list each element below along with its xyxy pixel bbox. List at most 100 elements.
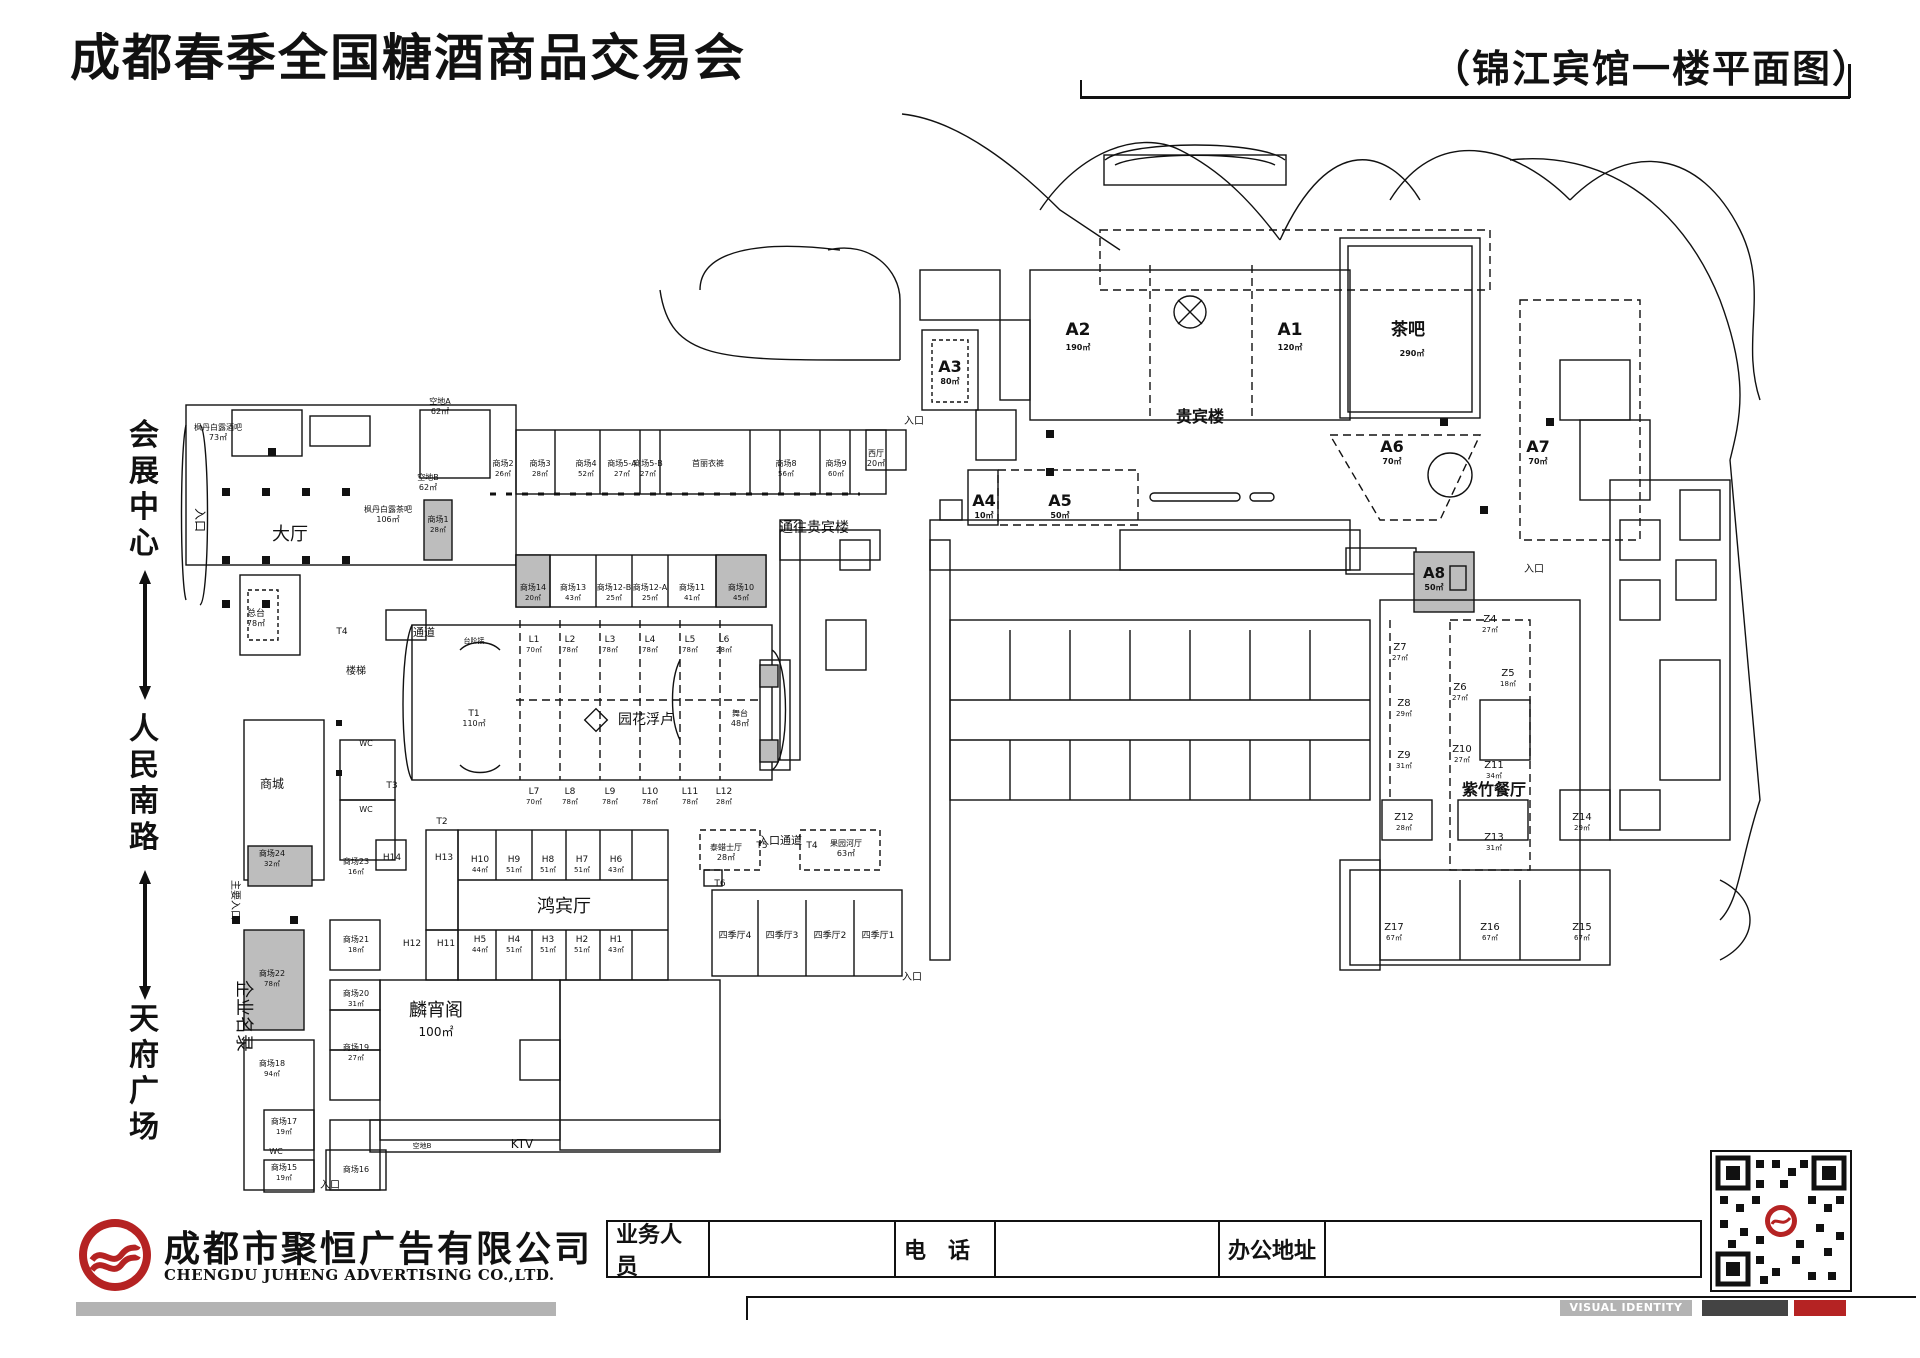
booth-left-label: 商场19 [343, 1042, 369, 1052]
arrow-updown-icon [139, 870, 151, 1004]
booth-H-top-area: 51㎡ [506, 866, 522, 874]
room-Z-label: Z12 [1394, 812, 1414, 823]
phone-field[interactable] [996, 1222, 1220, 1276]
booth-left-area: 31㎡ [348, 1000, 364, 1008]
booth-L-bottom-area: 70㎡ [526, 798, 542, 806]
zone-tongwang-label: 通往贵宾楼 [779, 520, 849, 536]
booth-mid-area: 41㎡ [684, 594, 700, 602]
zone-A7-label: A7 [1526, 437, 1550, 456]
booth-H-top-area: 51㎡ [540, 866, 556, 874]
booth-left-area: 78㎡ [264, 980, 280, 988]
booth-left-label: 商场18 [259, 1058, 285, 1068]
entrance-top-label: 入口 [904, 416, 924, 427]
booth-mid-label: 商场14 [520, 582, 546, 592]
booth-mid-area: 25㎡ [606, 594, 622, 602]
road-curve [1389, 149, 1571, 201]
address-label: 办公地址 [1220, 1222, 1326, 1276]
taijie-label: 台阶接 [464, 636, 485, 645]
entrance-arc [1104, 144, 1286, 161]
booth-left-area: 27㎡ [348, 1054, 364, 1062]
booth-left-area: 16㎡ [348, 868, 364, 876]
phone-label: 电 话 [896, 1222, 996, 1276]
wc-label: WC [359, 805, 373, 814]
footer-red-bar [1794, 1300, 1846, 1316]
booth-top-label: 商场9 [825, 458, 846, 468]
booth-L-bottom-area: 78㎡ [642, 798, 658, 806]
booth-H-top-label: H7 [576, 855, 589, 865]
tag-T-label: T2 [435, 817, 447, 827]
road-curve [1279, 159, 1421, 241]
room-Z-area: 29㎡ [1574, 824, 1590, 832]
zone-A3-label: A3 [938, 357, 962, 376]
booth-1-area: 28㎡ [430, 526, 446, 534]
room-Z-label: Z10 [1452, 744, 1472, 755]
room-Z-area: 67㎡ [1574, 934, 1590, 942]
booth-H-top-area: 43㎡ [608, 866, 624, 874]
footer-divider [746, 1296, 1916, 1298]
zone-chaba-label: 茶吧 [1391, 319, 1425, 340]
zone-chaba-area: 290㎡ [1400, 348, 1425, 358]
booth-1-label: 商场1 [427, 514, 448, 524]
side-label-tianfu-square: 天府广场 [129, 1002, 159, 1145]
booth-left-area: 18㎡ [348, 946, 364, 954]
zone-zizhu-label: 紫竹餐厅 [1462, 780, 1526, 799]
booth-L-bottom-label: L11 [682, 787, 698, 797]
booth-mid-area: 43㎡ [565, 594, 581, 602]
booth-H-top-area: 44㎡ [472, 866, 488, 874]
entrance-left-label: 入口 [193, 508, 207, 532]
booth-left-area: 19㎡ [276, 1128, 292, 1136]
zone-A7-area: 70㎡ [1528, 456, 1547, 466]
booth-H-bottom-label: H2 [576, 935, 589, 945]
booth-L-bottom-label: L9 [605, 787, 616, 797]
zone-A5-area: 50㎡ [1050, 510, 1069, 520]
room-Z-area: 28㎡ [1396, 824, 1412, 832]
entrance-bottom-label: 入口 [320, 1180, 340, 1191]
booth-top-label: 商场2 [492, 458, 513, 468]
zone-A6-label: A6 [1380, 437, 1404, 456]
booth-L-top-label: L2 [565, 635, 576, 645]
road-curve [901, 113, 1121, 251]
zone-linxiao-label: 麟宵阁 [409, 1000, 463, 1021]
booth-H-side-label: H14 [383, 853, 401, 863]
booth-L-top-label: L4 [645, 635, 656, 645]
booth-mid-label: 商场11 [679, 582, 705, 592]
staff-field[interactable] [710, 1222, 896, 1276]
booth-H-bottom-area: 51㎡ [540, 946, 556, 954]
page-subtitle: （锦江宾馆一楼平面图） [1431, 47, 1872, 91]
booth-L-top-area: 28㎡ [716, 646, 732, 654]
room-Z-label: Z14 [1572, 812, 1592, 823]
booth-H-bottom-area: 51㎡ [574, 946, 590, 954]
booth-left-label: 商场16 [343, 1164, 369, 1174]
booth-L-top-label: L3 [605, 635, 616, 645]
road-curve [1569, 160, 1761, 401]
booth-L-top-area: 78㎡ [562, 646, 578, 654]
zone-guibin-label: 贵宾楼 [1176, 407, 1224, 426]
header-divider [1080, 96, 1850, 99]
baiyiyishang-label: 首丽衣裤 [692, 458, 724, 468]
footer-gray-bar [76, 1302, 556, 1316]
room-Z-area: 18㎡ [1500, 680, 1516, 688]
baijiu-label: 泰蜡士厅 [710, 842, 742, 852]
booth-H-top-label: H10 [471, 855, 489, 865]
booth-L-top-label: L5 [685, 635, 696, 645]
room-Z-label: Z8 [1397, 698, 1410, 709]
room-Z-area: 34㎡ [1486, 772, 1502, 780]
kongdi-bottom-label: 空地B [413, 1141, 432, 1150]
room-Z-area: 29㎡ [1396, 710, 1412, 718]
booth-top-label: 商场5-A [607, 458, 637, 468]
footer-divider-tick [746, 1296, 748, 1320]
zone-ktv-label: KTV [511, 1137, 534, 1151]
zone-A2-label: A2 [1066, 320, 1091, 340]
room-Z-label: Z6 [1453, 682, 1466, 693]
entrance-bottom2-label: 入口 [902, 972, 922, 983]
booth-L-bottom-area: 78㎡ [562, 798, 578, 806]
booth-top-label: 商场4 [575, 458, 596, 468]
contact-info-table: 业务人员 电 话 办公地址 [606, 1220, 1702, 1280]
kongdi-a-label: 空地A [429, 396, 451, 406]
wc-label: WC [269, 1147, 283, 1156]
arrow-updown-icon [139, 570, 151, 704]
address-field[interactable] [1326, 1222, 1700, 1276]
guoyuan-label: 果园河厅 [830, 838, 862, 848]
wc-label: WC [359, 739, 373, 748]
